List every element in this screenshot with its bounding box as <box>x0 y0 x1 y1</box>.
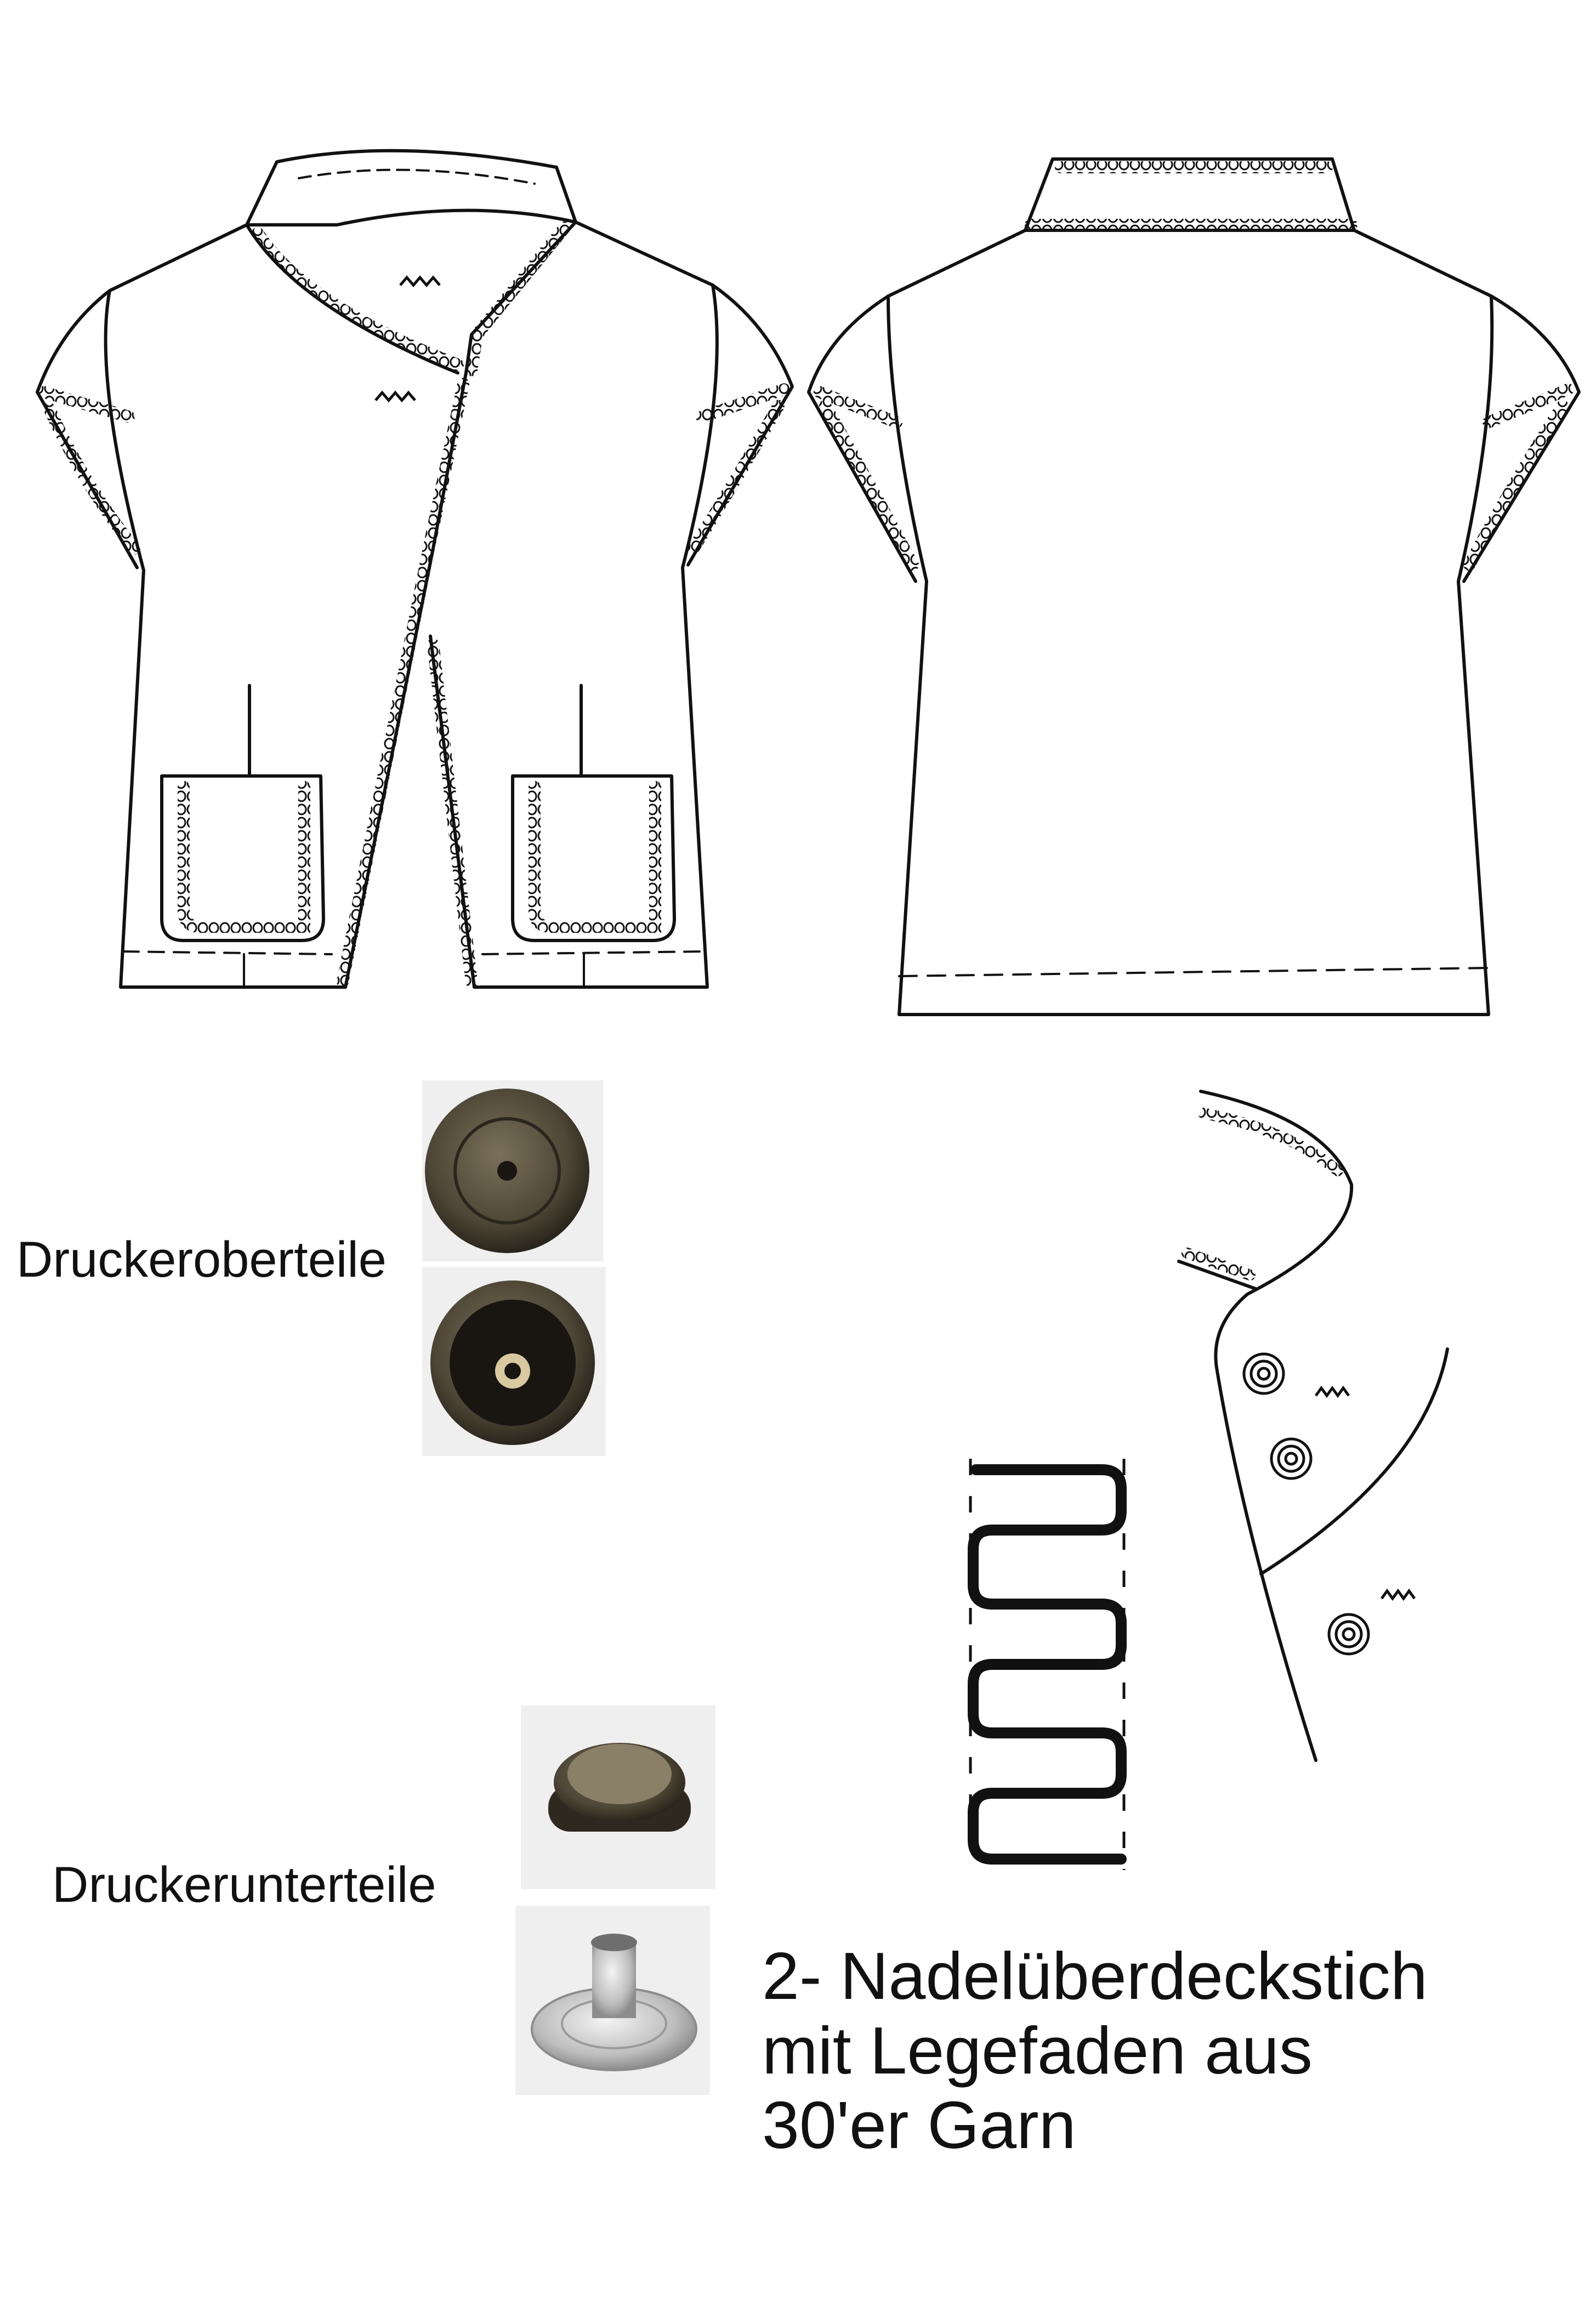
snap-base-bottom-photo <box>515 1906 710 2095</box>
snap-caps-label: Druckeroberteile <box>16 1232 387 1288</box>
snap-bases-label: Druckerunterteile <box>52 1857 436 1913</box>
snap-icon-1 <box>1242 1352 1285 1395</box>
snap-cap-bottom-photo <box>422 1267 606 1456</box>
snap-cap-top-photo <box>422 1080 603 1261</box>
collar-detail <box>1177 1090 1449 1762</box>
front-stitching <box>38 222 790 988</box>
stitch-description-line-1: 2- Nadelüberdeckstich <box>762 1939 1428 2013</box>
stitch-description-line-2: mit Legefaden aus <box>762 2013 1313 2088</box>
back-stitching <box>814 161 1574 571</box>
left-pocket <box>160 774 325 942</box>
coverstitch-diagram <box>968 1459 1127 1870</box>
front-zigzag-marks <box>374 275 441 403</box>
collar-detail-snaps <box>1242 1352 1416 1656</box>
snap-icon-2 <box>1270 1437 1313 1480</box>
snap-icon-3 <box>1327 1613 1370 1656</box>
right-pocket <box>511 774 676 942</box>
collar-detail-stitching <box>1182 1108 1343 1281</box>
looper-thread <box>968 1464 1127 1865</box>
stitch-description-line-3: 30'er Garn <box>762 2088 1076 2162</box>
jacket-back-view <box>807 157 1581 1016</box>
jacket-front-view <box>36 149 794 989</box>
snap-base-top-photo <box>521 1706 715 1889</box>
stitch-description: 2- Nadelüberdeckstich mit Legefaden aus … <box>762 1939 1428 2162</box>
front-collar <box>245 149 577 226</box>
